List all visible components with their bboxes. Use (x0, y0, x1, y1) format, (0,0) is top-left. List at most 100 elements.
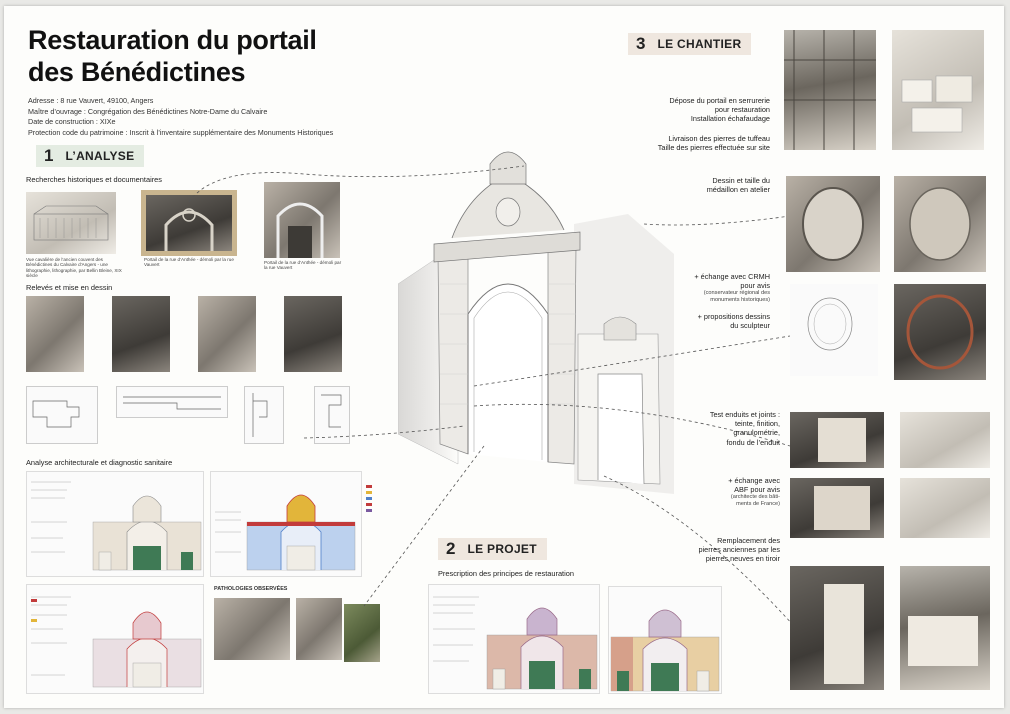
profile-sketch-4 (314, 386, 350, 444)
sub-diagnostic: Analyse architecturale et diagnostic san… (26, 458, 173, 467)
profile-sketch-3 (244, 386, 284, 444)
sub-releves: Relevés et mise en dessin (26, 283, 113, 292)
step-enduits-line3: granulométrie, (733, 428, 780, 438)
elevation-materials (31, 481, 202, 571)
enduit-sample-1 (818, 418, 866, 462)
title-line-2: des Bénédictines (28, 57, 246, 87)
step-abf-note2: ments de France) (736, 501, 780, 508)
section-2-label: LE PROJET (467, 542, 537, 556)
step-abf-line2: ABF pour avis (734, 485, 780, 495)
medallion-rust-photo (894, 284, 986, 380)
composition-legend (364, 471, 404, 531)
portal-sketch (397, 151, 674, 494)
step-depose-line3: Installation échafaudage (690, 114, 770, 124)
step-medaillon-line1: Dessin et taille du (712, 176, 770, 185)
medallion-1 (802, 187, 864, 261)
releve-photo-1 (26, 296, 84, 372)
step-tiroir: Remplacement des pierres anciennes par l… (640, 536, 780, 564)
step-depose-line1: Dépose du portail en serrurerie (669, 96, 770, 105)
section-1-number: 1 (44, 146, 54, 165)
project-elevation-1 (433, 596, 598, 690)
step-medaillon: Dessin et taille du médaillon en atelier (650, 176, 770, 194)
step-livraison: Livraison des pierres de tuffeau Taille … (600, 134, 770, 152)
step-crmh-note2: monuments historiques) (710, 297, 770, 304)
legend-swatches (366, 485, 372, 512)
step-tiroir-line3: pierres neuves en tiroir (705, 554, 780, 564)
pathology-photo-1 (214, 598, 290, 660)
profile-sketch-2 (116, 386, 228, 418)
pathologies-heading: PATHOLOGIES OBSERVÉES (214, 586, 288, 592)
profile-drawing-3 (252, 393, 268, 437)
step-enduits-line1: Test enduits et joints : (709, 410, 780, 419)
medallion-drawing-photo (786, 176, 880, 272)
project-plan-2 (608, 586, 722, 694)
sculptor-sketch (790, 284, 878, 376)
section-3-label: LE CHANTIER (657, 37, 742, 51)
caption-street-photo: Portail de la rue d’Anthée - démoli par … (264, 260, 342, 271)
step-abf: + échange avec ABF pour avis (architecte… (670, 476, 780, 508)
section-3-number: 3 (636, 34, 646, 53)
title-line-1: Restauration du portail (28, 25, 317, 55)
medallion-2 (909, 187, 971, 261)
pathology-photo-2 (296, 598, 342, 660)
info-protection: Protection code du patrimoine : Inscrit … (28, 127, 334, 137)
enduit-test-photo-1 (790, 412, 884, 468)
scaffolding-photo (784, 30, 876, 150)
profile-sketch-1 (26, 386, 98, 444)
medallion-3 (906, 294, 974, 370)
step-depose: Dépose du portail en serrurerie pour res… (610, 96, 770, 124)
step-livraison-line1: Livraison des pierres de tuffeau (668, 134, 770, 143)
step-medaillon-line2: médaillon en atelier (706, 185, 770, 195)
caption-old-photo: Portail de la rue d’Anthée - démoli par … (144, 257, 234, 268)
step-sculpteur: + propositions dessins du sculpteur (640, 312, 770, 330)
new-stone-1 (824, 584, 864, 684)
profile-drawing-2 (123, 396, 221, 410)
enduit-test-photo-3 (790, 478, 884, 538)
enduit-test-photo-4 (900, 478, 990, 538)
enduit-sample-3 (814, 486, 870, 530)
tiroir-photo-2 (900, 566, 990, 690)
step-sculpteur-line1: + propositions dessins (697, 312, 770, 321)
releve-photo-2 (112, 296, 170, 372)
stone-blocks (901, 75, 973, 133)
portal-arch-photo (164, 208, 214, 251)
connector-lines (188, 165, 795, 627)
section-2-number: 2 (446, 539, 456, 558)
step-livraison-line2: Taille des pierres effectuée sur site (657, 143, 770, 153)
old-photo-frame (141, 190, 237, 256)
project-info: Adresse : 8 rue Vauvert, 49100, Angers M… (28, 96, 333, 138)
lithograph-drawing (33, 205, 109, 241)
step-abf-note1: (architecte des bâti- (730, 494, 780, 501)
diagnostic-plan-materials (26, 471, 204, 577)
portal-illustration (397, 134, 674, 504)
profile-drawing-4 (321, 394, 342, 428)
poster: Restauration du portail des Bénédictines… (4, 6, 1004, 708)
step-abf-line1: + échange avec (728, 476, 780, 485)
project-elevation-2 (610, 609, 720, 692)
section-2-tag: 2 LE PROJET (438, 538, 547, 560)
scaffold-lines (784, 30, 876, 150)
sub-research: Recherches historiques et documentaires (26, 175, 162, 184)
step-crmh-line2: pour avis (740, 281, 770, 291)
tiroir-photo-1 (790, 566, 884, 690)
portal-street-drawing (276, 202, 324, 258)
section-3-tag: 3 LE CHANTIER (628, 33, 752, 55)
section-1-label: L’ANALYSE (65, 149, 135, 163)
step-tiroir-line1: Remplacement des (717, 536, 780, 545)
info-address: Adresse : 8 rue Vauvert, 49100, Angers (28, 96, 154, 105)
caption-lithograph: Vue cavalière de l’ancien couvent des Bé… (26, 257, 122, 279)
releve-photo-3 (198, 296, 256, 372)
step-enduits-line4: fondu de l’enduit (726, 437, 780, 447)
section-1-tag: 1 L’ANALYSE (36, 145, 145, 167)
profile-drawing-1 (32, 400, 80, 428)
step-crmh-note1: (conservateur régional des (703, 290, 770, 297)
old-photo-portal (146, 195, 232, 251)
elevation-sanitaire (31, 596, 202, 688)
elevation-composition (215, 494, 356, 571)
info-date: Date de construction : XIXe (28, 117, 116, 127)
sub-prescription: Prescription des principes de restaurati… (438, 569, 574, 578)
diagnostic-plan-sanitaire (26, 584, 204, 694)
info-owner: Maître d’ouvrage : Congrégation des Béné… (28, 106, 268, 116)
step-enduits: Test enduits et joints : teinte, finitio… (660, 410, 780, 447)
tuffeau-stones-photo (892, 30, 984, 150)
